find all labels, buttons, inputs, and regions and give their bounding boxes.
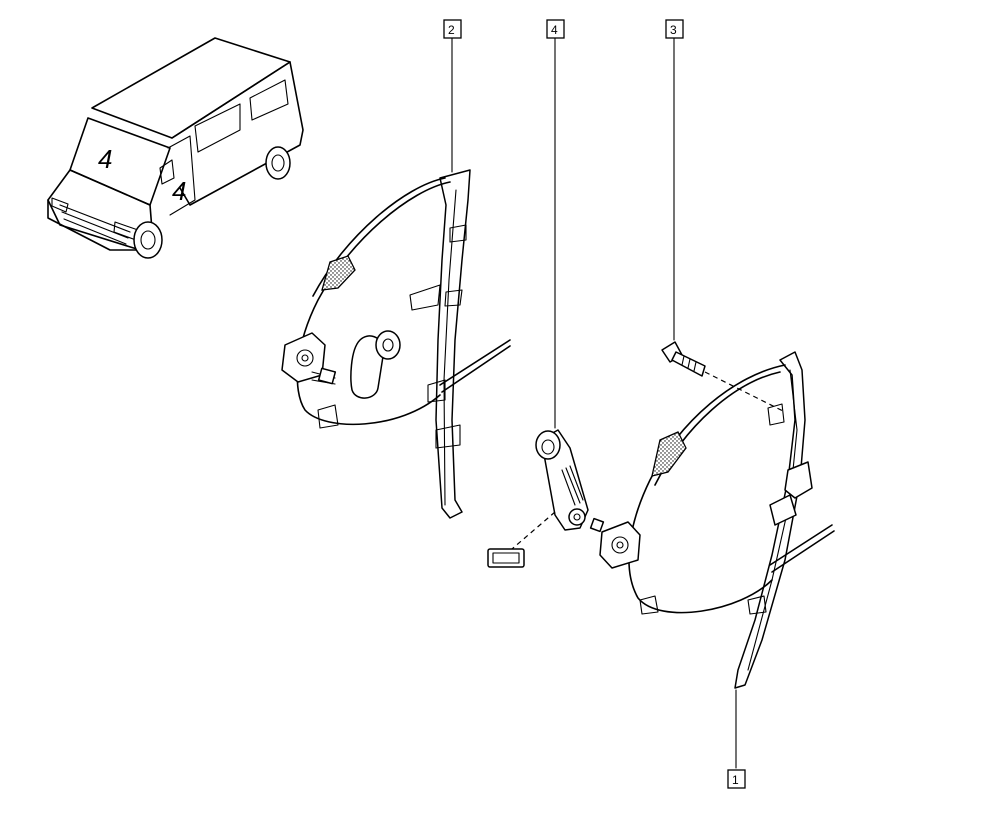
window-winder-handle (487, 429, 605, 568)
callout-3: 3 (665, 19, 684, 39)
van-door-mark-left: 4 (98, 144, 112, 174)
callout-4-label: 4 (551, 23, 558, 37)
callout-2: 2 (443, 19, 462, 39)
callout-2-label: 2 (448, 23, 455, 37)
callout-leaders (451, 37, 737, 769)
window-regulator-right (599, 351, 835, 689)
callout-1-label: 1 (732, 773, 739, 787)
window-regulator-left (281, 169, 511, 519)
van-door-mark-right: 4 (172, 176, 186, 206)
van-illustration: 4 4 (47, 37, 304, 259)
callout-4: 4 (546, 19, 565, 39)
bolt (661, 341, 786, 413)
callout-1: 1 (727, 769, 746, 789)
callout-3-label: 3 (670, 23, 677, 37)
